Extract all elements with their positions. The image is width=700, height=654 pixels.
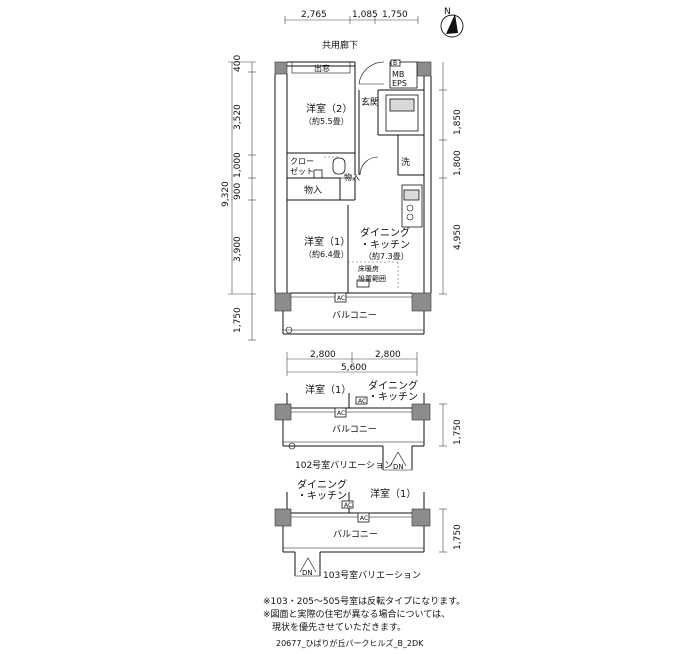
v102-ac-label-2: AC [337,410,345,417]
bottom-dimensions: 2,800 2,800 5,600 [286,350,418,376]
north-label: N [444,7,451,17]
dk-name-1: ダイニング [360,226,410,239]
north-arrow-icon: N [440,7,464,38]
v103-ac-label-2: AC [360,515,368,522]
room2-name: 洋室（2） [306,102,352,115]
note-line-3: 現状を優先させていただきます。 [263,623,407,633]
ac-label: AC [337,295,345,302]
mb-label: MB [392,70,404,79]
dim-right-3: 4,950 [453,224,463,250]
storage-label: 物入 [304,184,322,196]
dim-bottom-1: 2,800 [310,350,336,360]
closet-label-1: クロー [290,157,314,166]
v102-room-right-1: ダイニング [368,379,418,392]
room-labels: 洋室（2） （約5.5畳） 洋室（1） （約6.4畳） ダイニング ・キッチン … [304,102,410,321]
dim-right-1: 1,850 [453,109,463,135]
room1-name: 洋室（1） [304,235,350,248]
dim-left-6: 1,750 [233,307,243,333]
v102-room-left: 洋室（1） [305,383,351,396]
right-dimensions: 1,850 1,800 4,950 [439,62,463,295]
floor-heating-label-2: 設置範囲 [358,274,386,283]
storage-label-2: 物入 [344,172,360,182]
window-label: 出窓 [314,63,330,73]
room1-area: （約6.4畳） [304,249,349,259]
wash-label: 洗 [401,156,410,168]
floor-heating-label-1: 床暖房 [358,264,379,273]
variation-102-plan: AC AC 1,750 洋室（1） ダイニング ・キッチン バルコニー DN 1… [274,379,463,471]
v103-balcony-label: バルコニー [333,529,378,540]
v102-ac-label: AC [358,398,366,405]
variation-103-plan: AC AC 1,750 ダイニング ・キッチン 洋室（1） バルコニー DN 1… [274,478,463,581]
dim-left-2: 3,520 [233,104,243,130]
room2-area: （約5.5畳） [304,116,349,126]
main-unit-walls: 出窓 B MB EPS 玄関 洗 クロー ゼット 物入 [274,59,432,335]
b-label: B [393,60,397,67]
left-dimensions: 400 3,520 1,000 900 3,900 1,750 9,320 [221,55,256,341]
v103-dn-label: DN [302,569,313,577]
dim-top-3: 1,750 [382,10,408,20]
top-dimensions: 2,765 1,085 1,750 [284,10,419,24]
dk-area: （約7.3畳） [364,251,409,261]
footer-id: 20677_ひばりが丘パークヒルズ_B_2DK [276,639,424,648]
dim-left-5: 3,900 [233,236,243,262]
v102-balcony-label: バルコニー [332,424,377,435]
v102-room-right-2: ・キッチン [368,391,418,403]
v103-ac-label: AC [344,502,352,509]
v103-room-left-2: ・キッチン [297,490,347,502]
note-line-2: ※図面と実際の住宅が異なる場合については、 [263,610,451,620]
dim-top-2: 1,085 [352,10,378,20]
note-line-1: ※103・205～505号室は反転タイプになります。 [263,597,466,607]
v103-room-left-1: ダイニング [297,478,347,491]
balcony-label: バルコニー [332,310,377,321]
entrance-label: 玄関 [361,96,379,108]
dim-top-1: 2,765 [301,10,327,20]
v102-dn-label: DN [393,463,404,471]
eps-label: EPS [392,79,407,88]
closet-label-2: ゼット [290,166,314,176]
dim-left-3: 1,000 [233,152,243,178]
dim-left-1: 400 [233,55,243,72]
dim-left-4: 900 [233,183,243,200]
dk-name-2: ・キッチン [360,239,410,251]
dim-left-total: 9,320 [221,181,231,207]
v103-dim: 1,750 [453,524,463,550]
v103-room-right: 洋室（1） [370,487,416,500]
v102-dim: 1,750 [453,419,463,445]
v102-caption: 102号室バリエーション [295,459,393,471]
v103-caption: 103号室バリエーション [323,569,421,581]
dim-right-2: 1,800 [453,150,463,176]
corridor-label: 共用廊下 [322,39,358,51]
dim-bottom-total: 5,600 [341,363,367,373]
dim-bottom-2: 2,800 [375,350,401,360]
